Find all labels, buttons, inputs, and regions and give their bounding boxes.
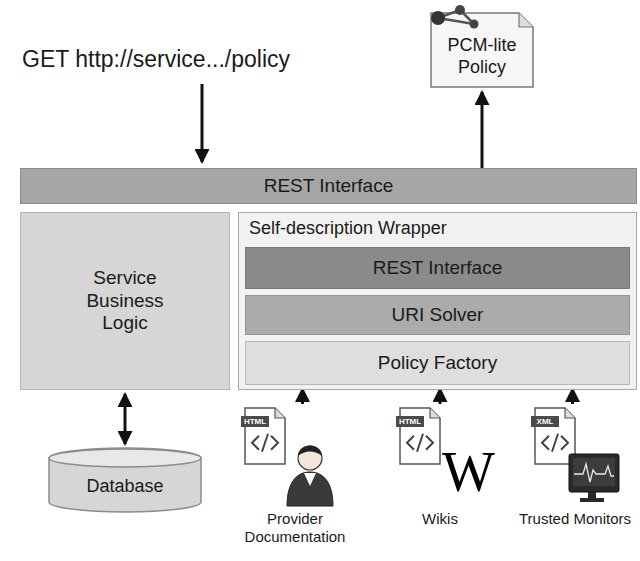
- page-fold: [275, 408, 285, 418]
- page-fold: [430, 408, 440, 418]
- wiki-logo-letter: W: [442, 444, 495, 500]
- connector-arrow: [439, 389, 442, 404]
- monitor-base: [580, 498, 604, 502]
- connector-arrow: [301, 389, 304, 404]
- node-label: Trusted Monitors: [515, 510, 635, 528]
- monitor-frame: [569, 454, 619, 492]
- monitor-screen: [573, 458, 615, 486]
- source-icon: Provider Documentation HTML: [230, 404, 360, 549]
- node-label: Database: [86, 476, 163, 498]
- connector-arrow: [124, 394, 127, 444]
- request-label: GET http://service.../policy: [22, 46, 290, 73]
- connector-arrow: [481, 92, 484, 168]
- monitor-wave: [574, 464, 614, 482]
- node-label: URI Solver: [392, 304, 484, 327]
- source-icon: Wikis HTML W: [380, 404, 500, 531]
- request-arrow: [201, 84, 204, 162]
- node-label: REST Interface: [264, 175, 394, 198]
- molecule-atom: [455, 5, 465, 15]
- page-fold: [519, 13, 533, 27]
- cylinder-top: [49, 449, 201, 467]
- code-symbol: [407, 434, 433, 452]
- molecule-atom: [470, 20, 479, 29]
- interface-band: REST Interface: [20, 168, 637, 204]
- code-symbol: [542, 434, 568, 452]
- node-label: PCM-lite Policy: [430, 35, 534, 78]
- wrapper-box: Self-description WrapperREST InterfaceUR…: [238, 212, 637, 390]
- logic-box: Service Business Logic: [20, 212, 230, 390]
- interface-band: REST Interface: [245, 247, 630, 289]
- file-type-tag: HTML: [396, 416, 424, 427]
- process-band: URI Solver: [245, 295, 630, 335]
- document-outline: [431, 13, 533, 87]
- process-band: Policy Factory: [245, 341, 630, 385]
- person-collar: [304, 473, 316, 486]
- file-type-tag: HTML: [241, 416, 269, 427]
- node-label: Wikis: [380, 510, 500, 528]
- page-fold: [565, 408, 575, 418]
- file-type-tag: XML: [531, 416, 559, 427]
- node-label: REST Interface: [373, 257, 503, 280]
- source-icon: Trusted Monitors XML: [515, 404, 635, 531]
- code-symbol: [252, 434, 278, 452]
- person-body: [287, 472, 333, 506]
- cylinder-body: [49, 448, 201, 512]
- group-heading: Self-description Wrapper: [249, 218, 626, 240]
- node-label: Policy Factory: [378, 352, 497, 375]
- connector-arrow: [571, 389, 574, 404]
- person-head: [298, 446, 322, 470]
- person-hair: [298, 446, 322, 457]
- node-label: Provider Documentation: [230, 510, 360, 546]
- policy-document: PCM-lite Policy: [430, 12, 534, 88]
- monitor-stand: [588, 492, 596, 498]
- molecule-atom: [431, 11, 445, 25]
- database-cylinder: Database: [48, 448, 202, 512]
- node-label: Service Business Logic: [70, 267, 180, 335]
